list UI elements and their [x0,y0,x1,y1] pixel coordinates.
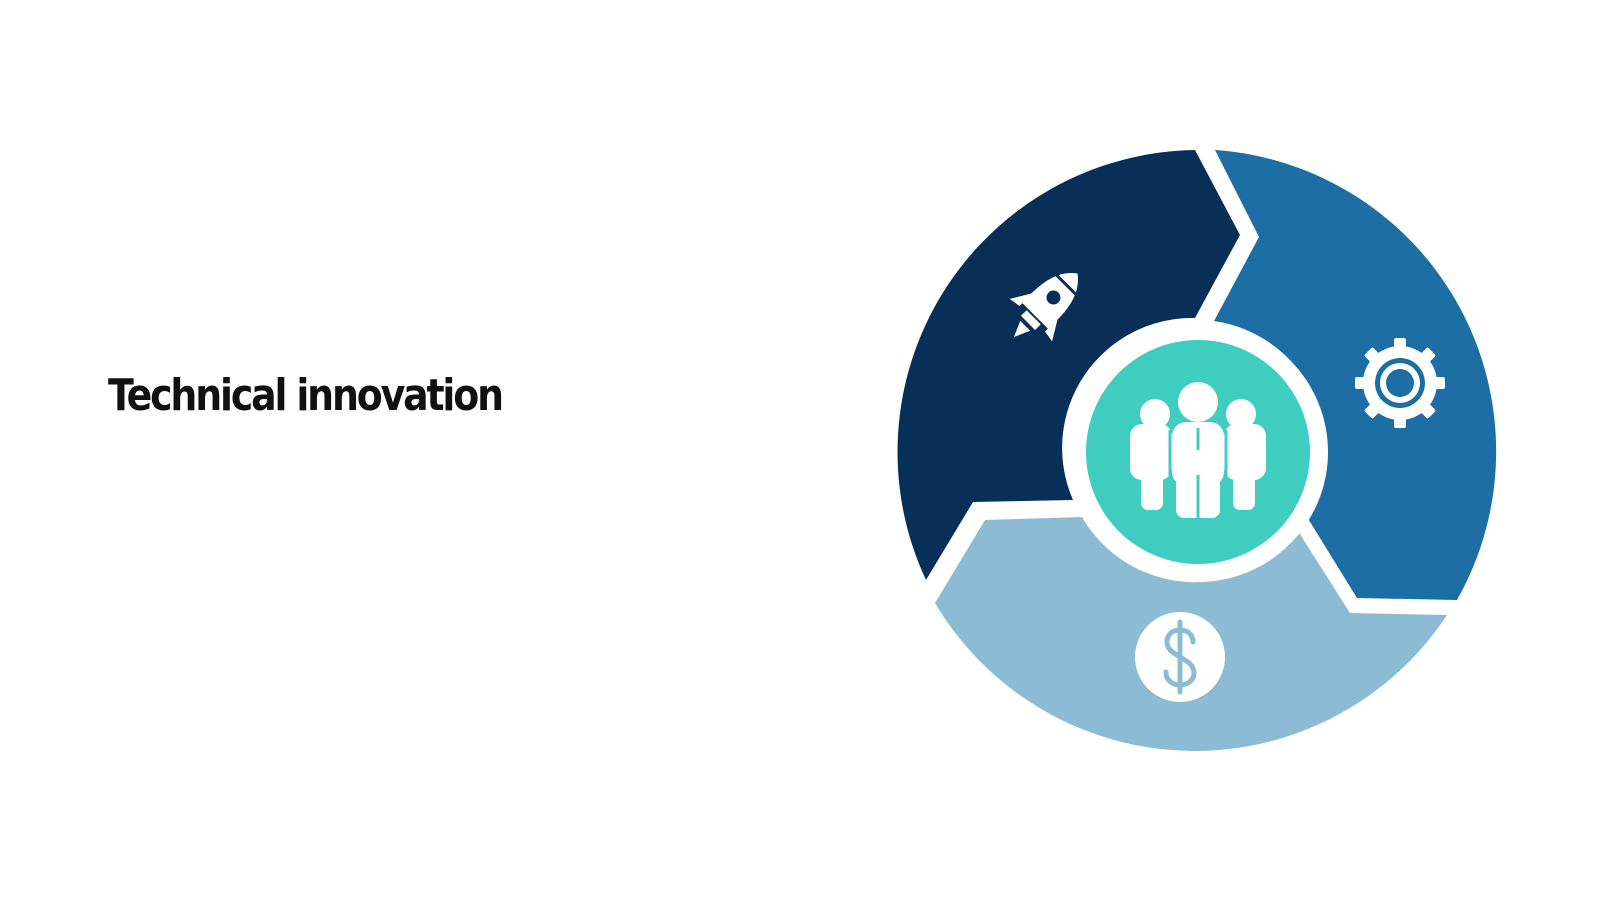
dollar-coin-icon [1135,612,1225,702]
segment-right [1214,150,1497,600]
team-people-icon [1130,382,1266,518]
gear-icon [1355,338,1445,428]
rocket-icon [1009,272,1079,342]
slide-title: Technical innovation [108,370,504,421]
segment-top-left [897,150,1240,580]
